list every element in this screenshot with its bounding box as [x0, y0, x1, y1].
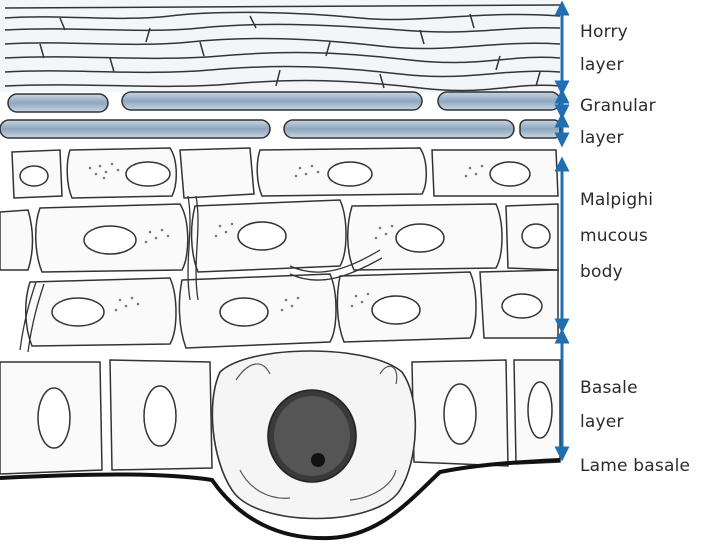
- label-horny-line1: Horry: [580, 22, 628, 42]
- label-granular-line2: layer: [580, 128, 624, 148]
- horny-layer: [0, 0, 560, 92]
- label-basale-line2: layer: [580, 412, 624, 432]
- label-horny-line2: layer: [580, 55, 624, 75]
- label-granular-line1: Granular: [580, 96, 656, 116]
- label-malpighi-line3: body: [580, 262, 623, 282]
- melanocyte-cell: [212, 351, 415, 519]
- label-lame-basale: Lame basale: [580, 456, 690, 476]
- granular-layer: [0, 92, 560, 138]
- label-malpighi-line2: mucous: [580, 226, 648, 246]
- label-basale-line1: Basale: [580, 378, 638, 398]
- label-malpighi-line1: Malpighi: [580, 190, 653, 210]
